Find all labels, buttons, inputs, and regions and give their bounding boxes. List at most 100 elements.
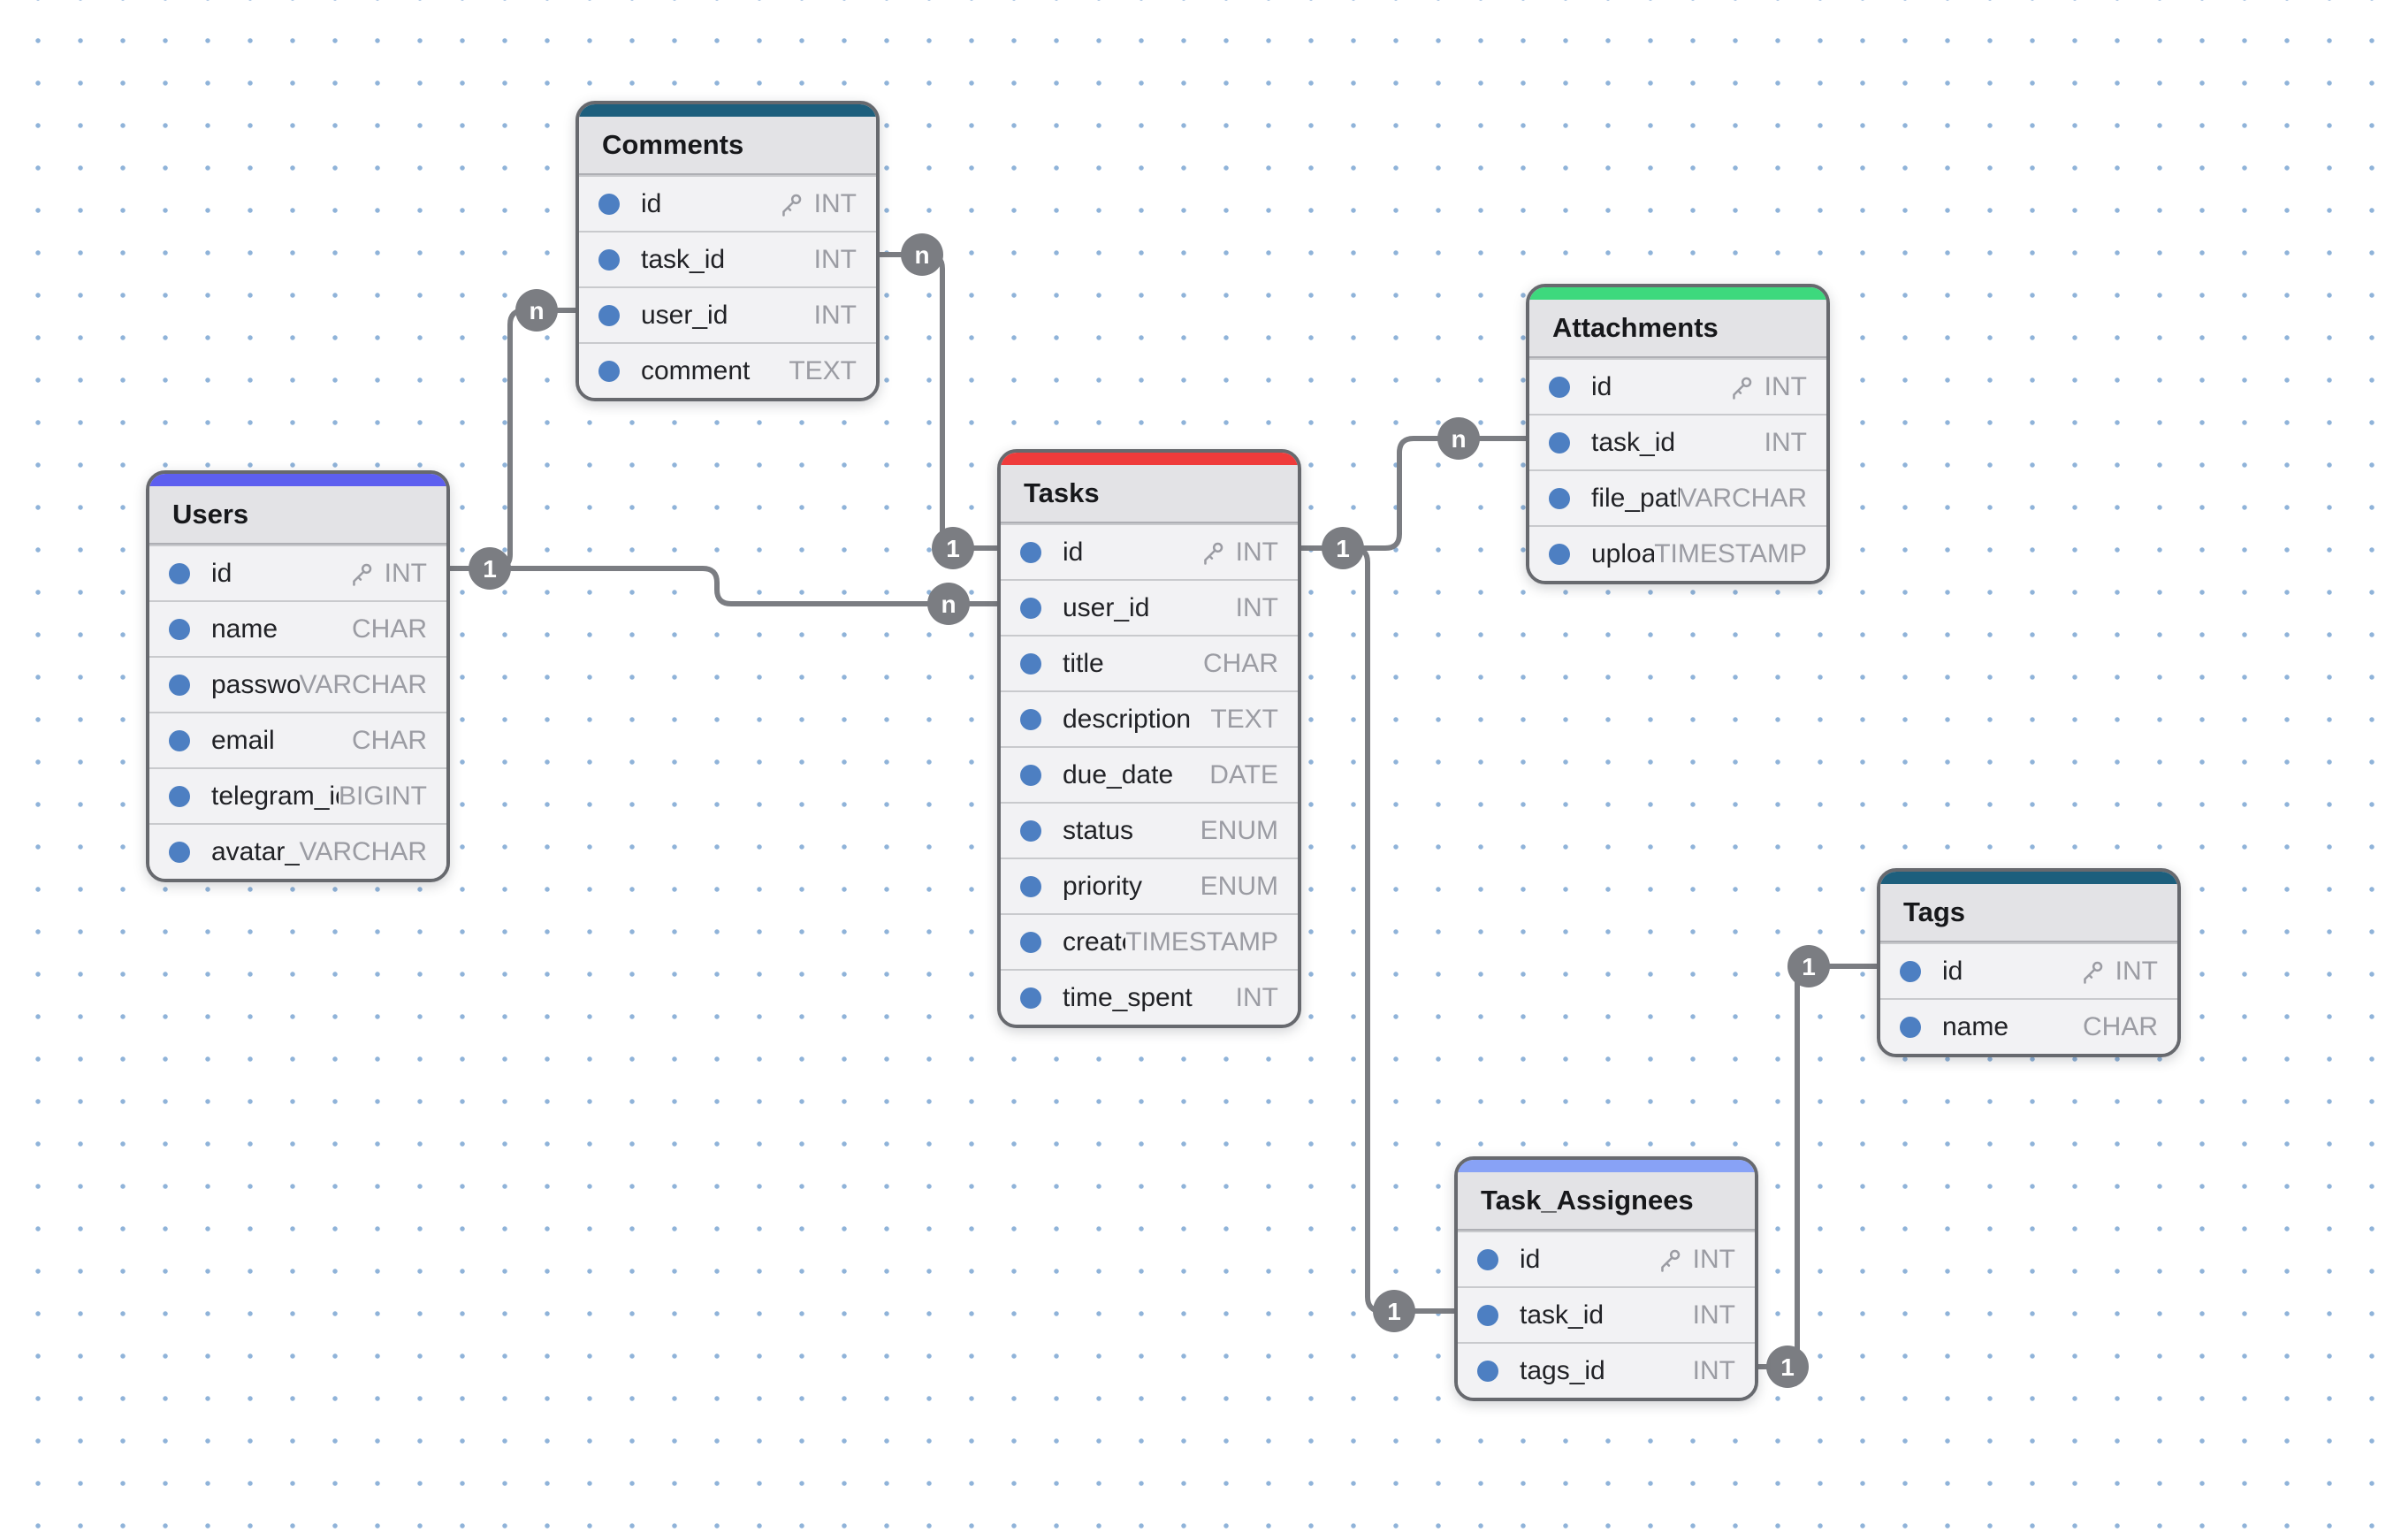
field-name: priority [1063, 871, 1143, 901]
field-type-label: DATE [1209, 759, 1278, 789]
relationship-edge-tags.id-task_assignees.tags_id[interactable] [1756, 964, 1879, 1369]
cardinality-badge [1766, 1346, 1809, 1388]
relationship-edge-tasks.id-attachments.task_id[interactable] [1299, 436, 1528, 551]
field-row-attachments-file_path[interactable]: file_pathVARCHAR [1529, 469, 1826, 525]
cardinality-badge [1373, 1290, 1415, 1332]
field-row-users-password[interactable]: passwordVARCHAR [149, 656, 446, 712]
field-row-attachments-task_id[interactable]: task_id INT [1529, 414, 1826, 469]
field-type-label: VARCHAR [299, 836, 427, 866]
field-dot-icon [1477, 1248, 1498, 1270]
field-type: TIMESTAMP [1654, 539, 1807, 569]
field-name: tags_id [1520, 1355, 1605, 1385]
relationship-edge-users.id-comments.user_id[interactable] [447, 308, 578, 571]
field-name: user_id [641, 300, 728, 330]
field-type-label: INT [813, 188, 857, 218]
table-attachments[interactable]: AttachmentsidINTtask_idINTfile_pathVARCH… [1526, 284, 1830, 584]
field-name: name [211, 614, 278, 644]
field-dot-icon [1020, 875, 1041, 897]
field-row-users-avatar_pa[interactable]: avatar_pa...VARCHAR [149, 823, 446, 879]
field-name: comment [641, 355, 751, 385]
field-name: user_id [1063, 592, 1150, 622]
field-row-attachments-id[interactable]: id INT [1529, 358, 1826, 414]
table-users[interactable]: UsersidINTnameCHARpasswordVARCHARemailCH… [146, 470, 450, 882]
table-title: Tags [1880, 884, 2177, 942]
field-type: INT [1199, 537, 1278, 568]
field-type: INT [1727, 372, 1807, 402]
relationship-edge-tasks.id-comments.task_id[interactable] [877, 252, 1000, 551]
field-row-comments-comment[interactable]: comment TEXT [579, 342, 876, 398]
cardinality-badge-label: 1 [1802, 953, 1816, 980]
cardinality-badge-label: 1 [483, 555, 497, 583]
field-row-tasks-description[interactable]: description TEXT [1001, 690, 1298, 746]
field-name: id [1063, 537, 1084, 567]
field-type-label: CHAR [351, 614, 427, 644]
field-name: task_id [641, 244, 726, 274]
field-type-label: BIGINT [338, 781, 427, 811]
field-type: INT [1765, 428, 1807, 458]
field-type-label: TEXT [789, 355, 857, 385]
field-type-label: TEXT [1210, 704, 1278, 734]
field-name: description [1063, 704, 1192, 734]
field-dot-icon [1549, 376, 1570, 398]
relationship-edge-tasks.id-task_assignees.task_id[interactable] [1299, 545, 1457, 1314]
field-type-label: CHAR [351, 725, 427, 755]
field-row-tasks-priority[interactable]: priority ENUM [1001, 858, 1298, 913]
field-row-attachments-upload[interactable]: upload...TIMESTAMP [1529, 525, 1826, 581]
field-row-tasks-id[interactable]: id INT [1001, 523, 1298, 579]
field-dot-icon [1020, 931, 1041, 953]
cardinality-badge [515, 289, 558, 332]
field-type-label: ENUM [1200, 815, 1278, 845]
table-title: Attachments [1529, 300, 1826, 358]
field-dot-icon [598, 248, 620, 271]
table-title: Tasks [1001, 465, 1298, 523]
field-type: ENUM [1200, 816, 1278, 846]
field-name: id [1942, 956, 1963, 986]
field-row-users-name[interactable]: name CHAR [149, 600, 446, 656]
field-row-task_assignees-task_id[interactable]: task_id INT [1458, 1286, 1755, 1342]
field-type: INT [347, 559, 427, 589]
field-type: VARCHAR [300, 837, 427, 867]
field-name: id [1591, 371, 1612, 401]
field-name: task_id [1520, 1300, 1604, 1330]
field-dot-icon [1020, 708, 1041, 730]
primary-key-icon [2083, 961, 2102, 984]
field-type: INT [777, 189, 857, 219]
field-name: task_id [1591, 427, 1676, 457]
field-row-tasks-due_date[interactable]: due_date DATE [1001, 746, 1298, 802]
field-dot-icon [1900, 960, 1921, 982]
field-type-label: VARCHAR [1679, 483, 1807, 513]
relationship-edge-users.id-tasks.user_id[interactable] [447, 566, 1000, 606]
field-type-label: INT [384, 558, 427, 588]
field-row-tasks-created[interactable]: created...TIMESTAMP [1001, 913, 1298, 969]
cardinality-badge [1437, 417, 1480, 460]
field-dot-icon [169, 618, 190, 640]
field-dot-icon [1020, 764, 1041, 786]
field-name: due_date [1063, 759, 1174, 789]
field-type: TEXT [789, 356, 857, 386]
field-type: ENUM [1200, 872, 1278, 902]
field-dot-icon [1549, 487, 1570, 509]
field-type: INT [1656, 1245, 1735, 1275]
field-type-label: ENUM [1200, 871, 1278, 901]
field-type-label: TIMESTAMP [1654, 538, 1807, 568]
field-type: INT [1693, 1300, 1735, 1330]
